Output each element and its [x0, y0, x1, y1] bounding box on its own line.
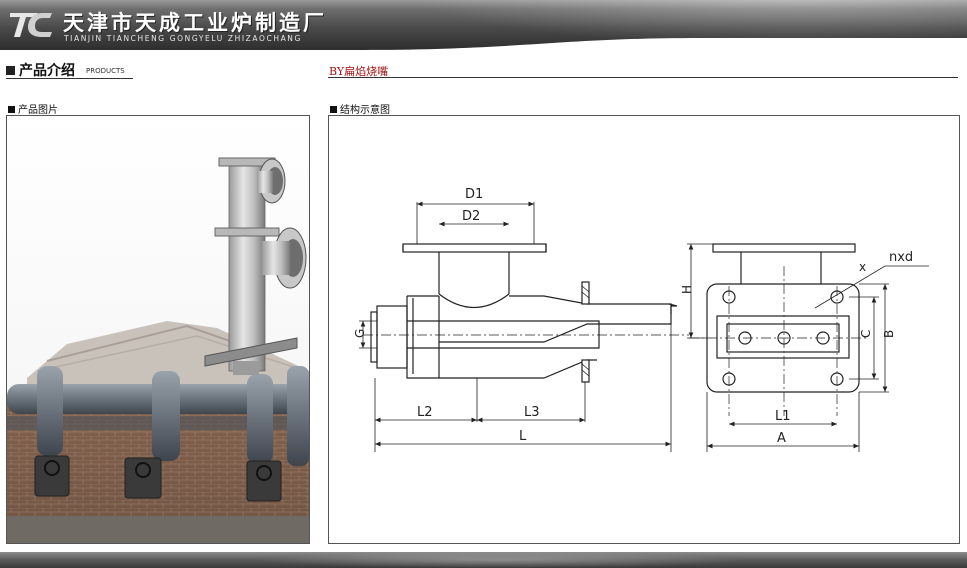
- product-photo-panel: [6, 115, 310, 544]
- label-l1: L1: [775, 409, 791, 424]
- section-title-cn: 产品介绍: [19, 63, 75, 79]
- structure-diagram-panel: D1 D2 G L2 L3 L: [328, 115, 960, 544]
- burner-product-image: [204, 157, 307, 375]
- label-l: L: [519, 429, 527, 444]
- product-name: BY扁焰烧嘴: [329, 65, 389, 78]
- label-d2: D2: [462, 209, 480, 224]
- structure-diagram-heading-text: 结构示意图: [340, 105, 390, 116]
- header-curve: [0, 38, 967, 52]
- label-x: x: [859, 260, 866, 274]
- label-d1: D1: [465, 187, 483, 202]
- header-banner: 天津市天成工业炉制造厂 TIANJIN TIANCHENG GONGYELU Z…: [0, 0, 967, 50]
- label-nxd: nxd: [889, 250, 913, 265]
- side-view: [370, 243, 678, 383]
- label-g: G: [353, 329, 367, 338]
- product-image-heading: 产品图片: [8, 101, 58, 116]
- footer-shine: [250, 552, 750, 568]
- label-l3: L3: [524, 405, 540, 420]
- end-view: [706, 243, 860, 393]
- product-title-line: BY扁焰烧嘴: [328, 62, 958, 78]
- structure-diagram-heading: 结构示意图: [330, 101, 390, 116]
- bullet-square-icon: [8, 106, 15, 113]
- footer-bar: [0, 552, 967, 568]
- label-l2: L2: [417, 405, 433, 420]
- label-a: A: [777, 431, 786, 446]
- label-c: C: [859, 330, 873, 338]
- product-image-heading-text: 产品图片: [18, 105, 58, 116]
- company-name: 天津市天成工业炉制造厂: [63, 11, 327, 35]
- label-b: B: [882, 330, 896, 338]
- label-h: H: [680, 285, 694, 294]
- company-logo: [10, 13, 52, 37]
- product-photo: [7, 116, 309, 543]
- company-pinyin: TIANJIN TIANCHENG GONGYELU ZHIZAOCHANG: [64, 34, 302, 43]
- bullet-square-icon: [330, 106, 337, 113]
- section-title: 产品介绍 PRODUCTS: [6, 60, 133, 79]
- section-square-icon: [6, 66, 15, 75]
- structure-diagram: D1 D2 G L2 L3 L: [353, 187, 929, 452]
- section-title-en: PRODUCTS: [86, 67, 125, 75]
